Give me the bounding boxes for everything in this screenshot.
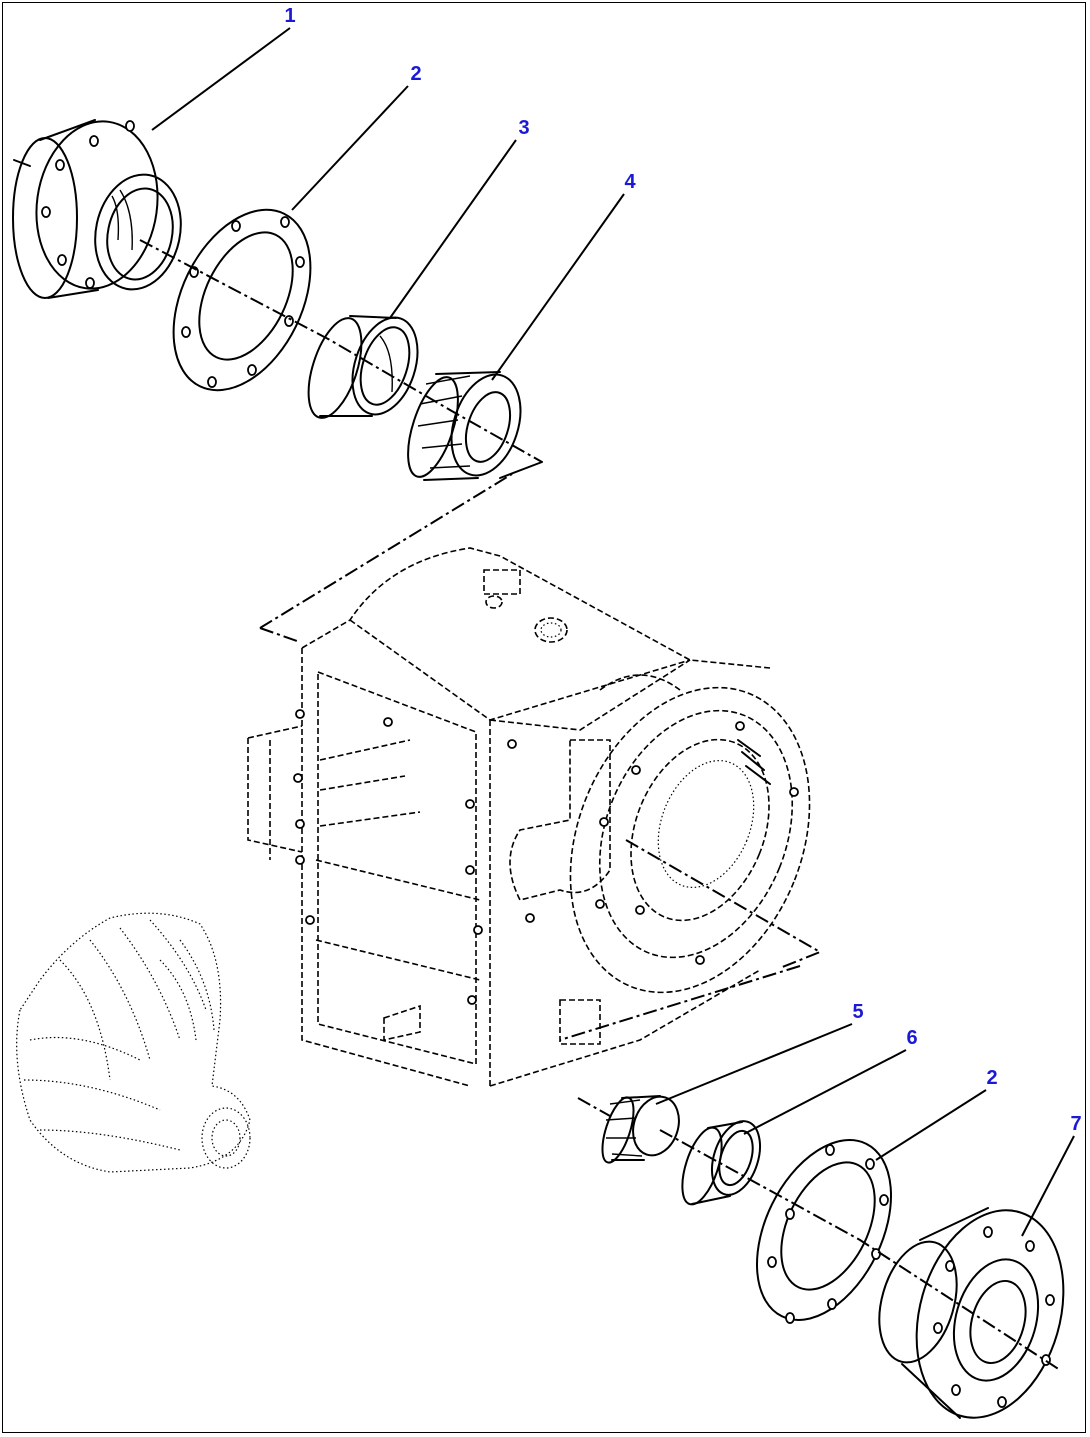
leader-5: [655, 1023, 853, 1105]
part-4-bearing-cone: [407, 371, 522, 481]
lower-centerline: [659, 1129, 1061, 1371]
callout-2-lower: 2: [986, 1067, 997, 1089]
callout-1: 1: [284, 5, 295, 27]
housing-centerline: [625, 839, 823, 969]
part-7-bearing-cage: [878, 1207, 1065, 1419]
part-2-lower-bolt-holes: [767, 1144, 889, 1324]
callout-2-upper: 2: [410, 63, 421, 85]
part-3-bearing-cup: [307, 315, 419, 419]
upper-centerline: [139, 239, 543, 463]
part-5-bearing-cone: [577, 1095, 680, 1164]
callout-4: 4: [624, 171, 636, 193]
callout-labels: 1 2 3 4 5 6 2 7: [284, 5, 1081, 1135]
part-7-bolt-holes: [933, 1226, 1055, 1408]
callout-5: 5: [852, 1001, 863, 1023]
part-6-bearing-cup: [681, 1120, 761, 1206]
leader-3: [389, 139, 517, 319]
callout-6: 6: [906, 1027, 917, 1049]
housing-bolt-holes: [293, 709, 799, 1005]
leader-7: [1021, 1135, 1075, 1237]
part-1-bolt-holes: [41, 120, 135, 289]
part-2-gasket-upper: [172, 208, 312, 392]
leader-2-lower: [875, 1089, 987, 1161]
leader-2-upper: [291, 85, 409, 211]
leader-1: [151, 27, 291, 131]
part-2-upper-bolt-holes: [181, 216, 305, 388]
leader-4: [491, 193, 625, 381]
differential-gear-assembly: [16, 912, 251, 1173]
part-1-bearing-cage: [12, 119, 182, 299]
callout-3: 3: [518, 117, 529, 139]
leader-lines: [151, 27, 1075, 1237]
axle-housing-phantom: [247, 473, 811, 1087]
leader-6: [743, 1049, 907, 1135]
callout-7: 7: [1070, 1113, 1081, 1135]
